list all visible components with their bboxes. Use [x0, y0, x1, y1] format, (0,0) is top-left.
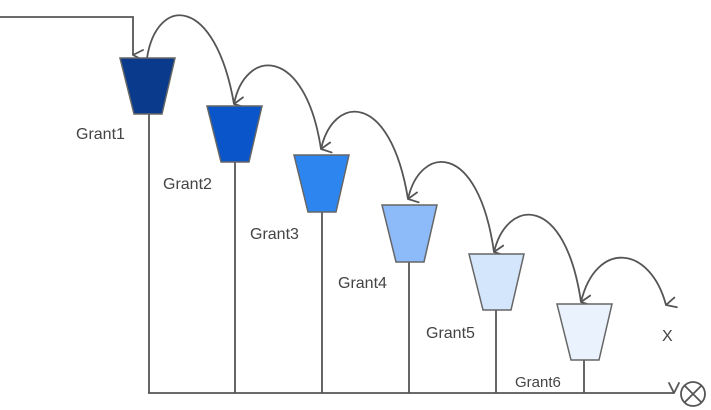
label-grant4: Grant4 — [338, 275, 387, 292]
label-grant1: Grant1 — [76, 126, 125, 143]
cascade-arc-3 — [320, 110, 420, 204]
input-connector — [0, 16, 144, 61]
bucket-grant6 — [556, 303, 613, 361]
cascade-arc-1 — [146, 14, 246, 109]
bucket-grant4 — [381, 204, 438, 263]
cascade-arc-5 — [493, 213, 593, 307]
bucket-grant2 — [206, 105, 263, 163]
label-grant6: Grant6 — [515, 374, 561, 391]
cascade-arc-2 — [233, 64, 333, 154]
overflow-arc — [580, 256, 678, 309]
label-grant5: Grant5 — [426, 325, 475, 342]
bucket-grant5 — [468, 253, 525, 311]
bucket-grant1 — [119, 57, 176, 115]
bucket-grant3 — [293, 154, 350, 213]
drop-lines — [148, 114, 585, 393]
cascade-arc-4 — [407, 161, 506, 257]
label-grant3: Grant3 — [250, 226, 299, 243]
label-overflow: X — [662, 328, 673, 345]
label-grant2: Grant2 — [163, 176, 212, 193]
circled-x-icon — [680, 381, 706, 407]
